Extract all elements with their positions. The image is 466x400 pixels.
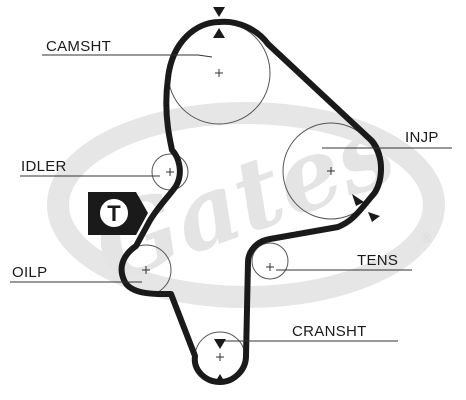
tensioner-marker-letter: T — [107, 201, 121, 226]
camshaft-centre-mark — [215, 69, 223, 77]
tensioner-centre-mark — [266, 263, 274, 271]
oil-pump-centre-mark — [142, 266, 150, 274]
idler-centre-mark — [166, 168, 174, 176]
injection-pump-label: INJP — [405, 129, 439, 146]
camshaft-label: CAMSHT — [46, 38, 111, 55]
crankshaft-timing-mark-top — [214, 339, 226, 349]
injection-pump-timing-mark-right — [368, 212, 380, 222]
tensioner-label: TENS — [357, 252, 398, 269]
crankshaft-label: CRANSHT — [292, 323, 367, 340]
oil-pump-label: OILP — [12, 264, 47, 281]
watermark-trademark: ® — [420, 231, 433, 246]
camshaft-leader — [42, 54, 213, 58]
injection-pump-timing-mark-left — [352, 194, 364, 206]
timing-marks — [213, 7, 380, 384]
timing-belt — [118, 18, 384, 385]
crankshaft-timing-mark-bottom — [214, 374, 226, 384]
tensioner-marker: T — [88, 192, 148, 235]
camshaft-timing-mark-bottom — [213, 28, 225, 38]
crankshaft-centre-mark — [216, 353, 224, 361]
leader-lines — [10, 54, 452, 342]
pulley-centres — [142, 69, 335, 361]
tensioner-pulley — [251, 242, 289, 280]
idler-label: IDLER — [21, 158, 67, 175]
injection-pump-centre-mark — [327, 167, 335, 175]
pulley-labels: CAMSHT IDLER INJP OILP TENS CRANSHT — [12, 38, 439, 340]
tensioner-marker-ring — [98, 197, 130, 229]
camshaft-timing-mark-top — [213, 7, 225, 17]
